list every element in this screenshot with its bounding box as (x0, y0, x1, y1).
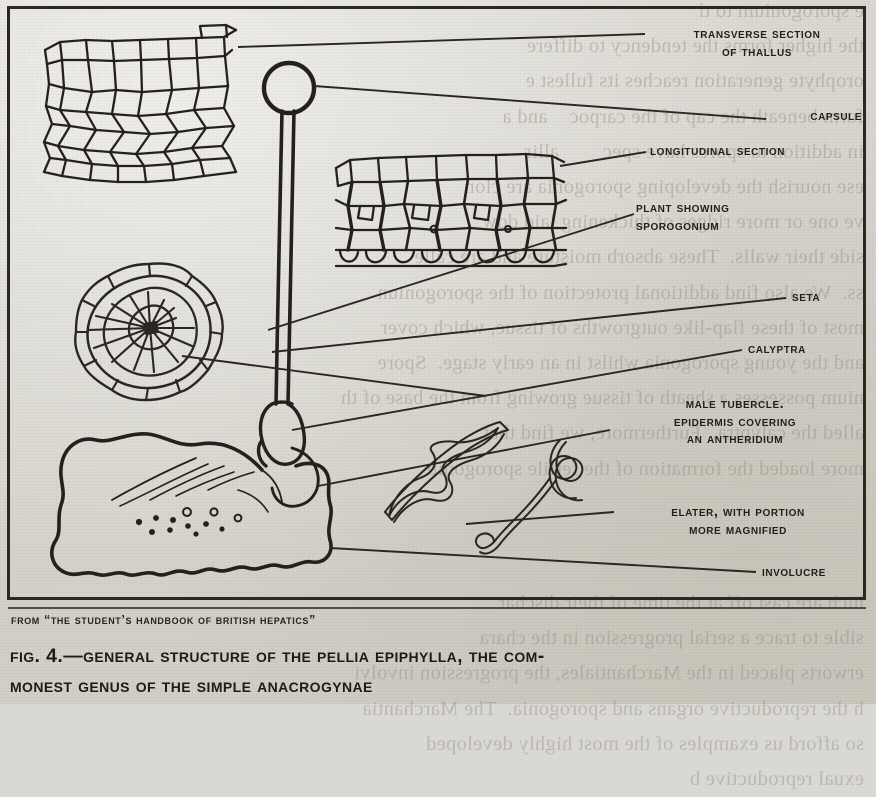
label-involucre: Involucre (762, 564, 826, 580)
elater-magnified-drawing (474, 439, 584, 555)
leader-transverse-section (237, 33, 646, 48)
label-male-tubercle: Male Tubercle. Epidermis covering an Ant… (673, 396, 797, 447)
figure-frame-border (7, 6, 866, 600)
leader-involucre (329, 547, 757, 573)
label-longitudinal-section: Longitudinal Section (650, 143, 786, 159)
male-tubercle-drawing (74, 262, 224, 402)
label-plant-sporogonium: Plant showing Sporogonium (636, 200, 730, 234)
label-calyptra: Calyptra (748, 341, 806, 357)
label-elater: Elater, with portion more magnified (671, 504, 805, 538)
leader-lines (181, 33, 787, 573)
seta-drawing (274, 109, 284, 406)
transverse-section-drawing (42, 23, 238, 184)
label-seta: Seta (792, 289, 821, 305)
source-attribution: From “The Student’s Handbook of British … (11, 613, 316, 627)
calyptra-drawing (256, 400, 307, 468)
caption-rule (8, 607, 866, 609)
male-tubercle-dots (135, 515, 225, 537)
whole-plant-drawing (50, 60, 333, 577)
capsule-drawing (261, 60, 317, 116)
longitudinal-section-drawing (334, 152, 568, 268)
thallus-outline (50, 432, 333, 577)
figure-plate (42, 23, 787, 577)
elater-drawing (384, 421, 509, 523)
leader-seta (271, 297, 787, 353)
caption-line-1: Fig. 4.—General structure of the Pellia … (10, 645, 545, 667)
leader-elater (465, 511, 615, 525)
label-capsule: Capsule (810, 108, 862, 124)
caption-line-2: monest genus of the simple Anacrogynae (10, 675, 373, 697)
leader-plant-sporogonium (267, 213, 635, 331)
figure-caption: Fig. 4.—General structure of the Pellia … (10, 641, 870, 701)
leader-male-tubercle-2 (317, 429, 611, 487)
leader-male-tubercle (181, 355, 487, 397)
label-transverse-section: Transverse Section of Thallus (693, 26, 821, 60)
leader-calyptra (291, 349, 743, 431)
leader-capsule (313, 85, 767, 120)
leader-longitudinal-section (559, 151, 647, 167)
